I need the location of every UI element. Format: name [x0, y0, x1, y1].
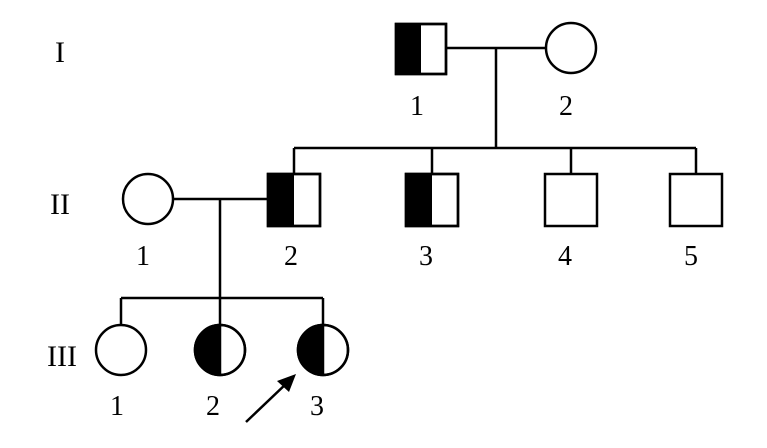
proband-arrow-icon	[245, 374, 296, 423]
affected-half-fill	[406, 174, 432, 226]
symbol-outline	[266, 172, 322, 228]
generation-label-I: I	[55, 36, 65, 69]
individual-I-2	[544, 21, 598, 75]
female-symbol	[94, 323, 148, 377]
female-symbol	[121, 172, 175, 226]
symbol-outline	[404, 172, 460, 228]
individual-number-II-3: 3	[419, 241, 433, 272]
individual-number-II-2: 2	[284, 241, 298, 272]
individual-III-1	[94, 323, 148, 377]
female-symbol	[544, 21, 598, 75]
affected-half-fill	[268, 174, 294, 226]
individual-number-II-4: 4	[558, 241, 572, 272]
individual-III-2	[193, 323, 247, 377]
individual-number-III-2: 2	[206, 391, 220, 422]
proband-arrow-head	[277, 374, 296, 392]
individual-number-II-5: 5	[684, 241, 698, 272]
individual-number-I-2: 2	[559, 91, 573, 122]
generation-label-II: II	[50, 188, 70, 221]
individual-II-1	[121, 172, 175, 226]
individual-II-4	[543, 172, 599, 228]
male-symbol	[668, 172, 724, 228]
individual-number-II-1: 1	[136, 241, 150, 272]
individual-number-III-1: 1	[110, 391, 124, 422]
individual-II-5	[668, 172, 724, 228]
symbol-outline	[394, 22, 448, 76]
individual-I-1	[394, 22, 448, 76]
male-symbol	[543, 172, 599, 228]
individual-II-3	[404, 172, 460, 228]
affected-half-fill	[396, 24, 421, 74]
affected-half-fill	[298, 325, 323, 375]
individual-number-III-3: 3	[310, 391, 324, 422]
individual-III-3	[296, 323, 350, 377]
pedigree-lines	[119, 46, 698, 325]
generation-label-III: III	[47, 340, 77, 373]
individual-II-2	[266, 172, 322, 228]
individual-number-I-1: 1	[410, 91, 424, 122]
proband-arrow-shaft	[245, 381, 289, 423]
affected-half-fill	[195, 325, 220, 375]
